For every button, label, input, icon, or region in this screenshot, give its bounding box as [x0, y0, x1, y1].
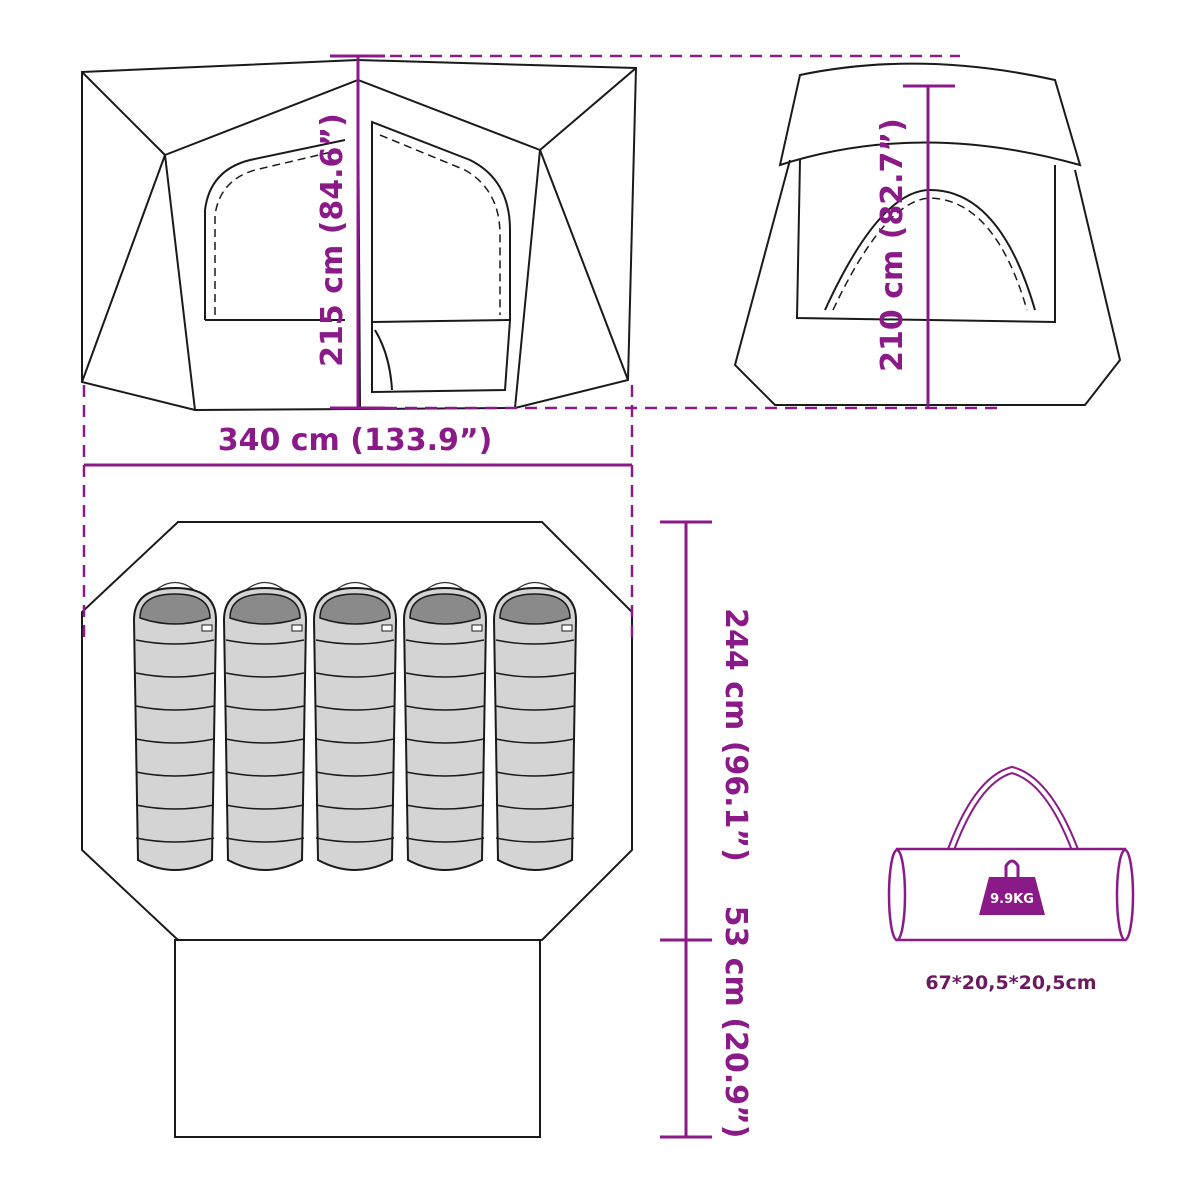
sleeping-bag	[492, 581, 578, 871]
vestibule	[174, 939, 541, 1138]
tent-side-view	[733, 62, 1122, 406]
dimension-lines	[82, 54, 1000, 1139]
width-label: 340 cm (133.9”)	[218, 423, 493, 458]
weight-icon	[979, 877, 1045, 915]
sleeping-bag	[222, 581, 308, 871]
carry-bag-icon	[887, 765, 1135, 942]
packed-size-label: 67*20,5*20,5cm	[925, 972, 1096, 994]
front-height-label: 215 cm (84.6”)	[315, 113, 350, 367]
side-height-label: 210 cm (82.7”)	[875, 118, 910, 372]
tent-front-view	[81, 58, 638, 412]
depth-label: 244 cm (96.1”)	[718, 608, 753, 862]
sleeping-bag	[312, 581, 398, 871]
sleeping-bag	[132, 581, 218, 871]
sleeping-bag	[402, 581, 488, 871]
tent-floor-plan	[81, 521, 633, 1138]
vestibule-depth-label: 53 cm (20.9”)	[718, 906, 753, 1139]
weight-label: 9.9KG	[990, 892, 1034, 907]
